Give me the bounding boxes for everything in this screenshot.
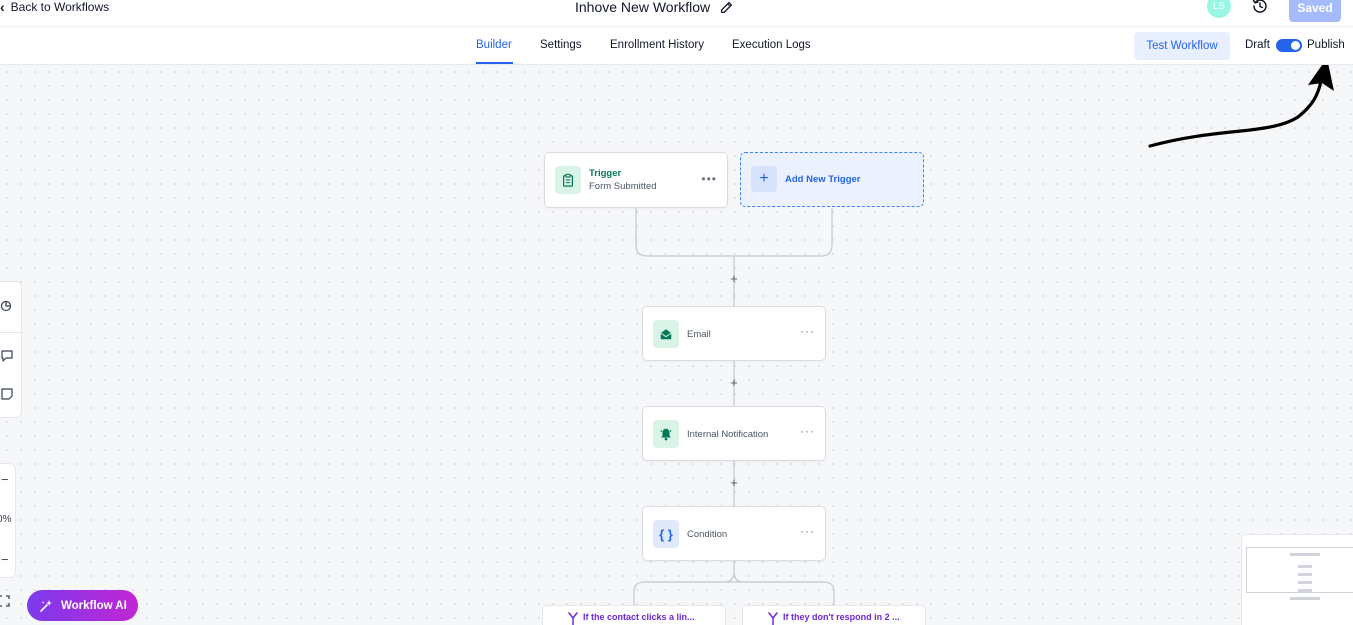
envelope-open-icon bbox=[653, 320, 679, 348]
internal-notification-label: Internal Notification bbox=[687, 429, 769, 440]
branch-label: If they don't respond in 2 ... bbox=[783, 612, 900, 622]
chevron-left-icon: ‹ bbox=[0, 0, 5, 15]
sticky-note-icon[interactable] bbox=[1, 300, 13, 312]
workflow-title: Inhove New Workflow bbox=[575, 0, 733, 15]
saved-button[interactable]: Saved bbox=[1289, 0, 1341, 22]
tab-settings[interactable]: Settings bbox=[540, 39, 582, 51]
history-icon[interactable] bbox=[1252, 0, 1268, 14]
bell-icon bbox=[653, 420, 679, 448]
pencil-icon[interactable] bbox=[720, 1, 733, 14]
sparkle-icon bbox=[40, 599, 52, 612]
annotation-arrow-head bbox=[1308, 65, 1334, 91]
plus-icon: + bbox=[751, 166, 777, 192]
trigger-subtitle: Form Submitted bbox=[589, 181, 657, 192]
zoom-controls: − 0% − bbox=[0, 463, 16, 578]
condition-label: Condition bbox=[687, 529, 728, 540]
add-new-trigger-button[interactable]: + Add New Trigger bbox=[740, 152, 924, 207]
divider bbox=[0, 332, 23, 333]
fit-view-icon[interactable] bbox=[0, 595, 10, 607]
email-node[interactable]: Email ··· bbox=[642, 306, 826, 361]
add-step-plus-icon[interactable]: + bbox=[730, 474, 738, 490]
minimap-node bbox=[1298, 581, 1312, 584]
trigger-title: Trigger bbox=[589, 168, 622, 179]
more-options-icon[interactable]: ••• bbox=[701, 172, 717, 186]
tab-enrollment-history[interactable]: Enrollment History bbox=[610, 39, 704, 51]
tab-execution-logs[interactable]: Execution Logs bbox=[732, 39, 811, 51]
active-tab-indicator bbox=[476, 62, 513, 64]
trigger-node[interactable]: Trigger Form Submitted ••• bbox=[544, 152, 728, 208]
fork-icon bbox=[768, 612, 778, 625]
fork-icon bbox=[568, 612, 578, 625]
branch-no-response[interactable]: If they don't respond in 2 ... bbox=[742, 605, 926, 625]
back-label: Back to Workflows bbox=[10, 0, 110, 14]
add-step-plus-icon[interactable]: + bbox=[730, 374, 738, 390]
back-to-workflows-link[interactable]: ‹ Back to Workflows bbox=[0, 0, 109, 14]
workflow-ai-label: Workflow AI bbox=[61, 599, 127, 612]
minimap-node bbox=[1298, 589, 1312, 592]
annotation-arrow bbox=[1148, 79, 1323, 148]
more-options-icon[interactable]: ··· bbox=[800, 324, 815, 338]
add-step-plus-icon[interactable]: + bbox=[730, 270, 738, 286]
minimap-node bbox=[1298, 573, 1312, 576]
test-workflow-button[interactable]: Test Workflow bbox=[1134, 32, 1230, 60]
workflow-ai-button[interactable]: Workflow AI bbox=[27, 590, 138, 621]
zoom-out-button[interactable]: − bbox=[1, 552, 9, 567]
more-options-icon[interactable]: ··· bbox=[800, 524, 815, 538]
workflow-canvas[interactable]: Trigger Form Submitted ••• + Add New Tri… bbox=[0, 65, 1353, 625]
workflow-title-text: Inhove New Workflow bbox=[575, 0, 711, 15]
add-trigger-label: Add New Trigger bbox=[785, 174, 861, 185]
toggle-knob bbox=[1291, 41, 1300, 50]
note-icon[interactable] bbox=[1, 388, 13, 400]
branch-contact-clicks-link[interactable]: If the contact clicks a lin... bbox=[542, 605, 726, 625]
draft-label: Draft bbox=[1245, 39, 1270, 51]
email-label: Email bbox=[687, 329, 711, 340]
minimap[interactable] bbox=[1241, 534, 1353, 625]
zoom-in-button[interactable]: − bbox=[1, 472, 9, 487]
publish-toggle[interactable] bbox=[1276, 39, 1302, 52]
comment-icon[interactable] bbox=[1, 350, 13, 362]
tab-bar: Builder Settings Enrollment History Exec… bbox=[0, 28, 1353, 65]
avatar[interactable]: LS bbox=[1207, 0, 1231, 18]
internal-notification-node[interactable]: Internal Notification ··· bbox=[642, 406, 826, 461]
branch-label: If the contact clicks a lin... bbox=[583, 612, 695, 622]
zoom-level: 0% bbox=[0, 514, 12, 525]
minimap-node bbox=[1290, 597, 1320, 600]
connector-lines bbox=[633, 65, 1334, 605]
minimap-node bbox=[1298, 565, 1312, 568]
publish-label: Publish bbox=[1307, 39, 1345, 51]
condition-node[interactable]: { } Condition ··· bbox=[642, 506, 826, 561]
left-tools-panel bbox=[0, 281, 23, 418]
tab-builder[interactable]: Builder bbox=[476, 39, 512, 51]
clipboard-icon bbox=[555, 166, 581, 194]
minimap-node bbox=[1290, 553, 1320, 556]
more-options-icon[interactable]: ··· bbox=[800, 424, 815, 438]
top-bar: ‹ Back to Workflows Inhove New Workflow … bbox=[0, 0, 1353, 27]
braces-icon: { } bbox=[653, 520, 679, 548]
